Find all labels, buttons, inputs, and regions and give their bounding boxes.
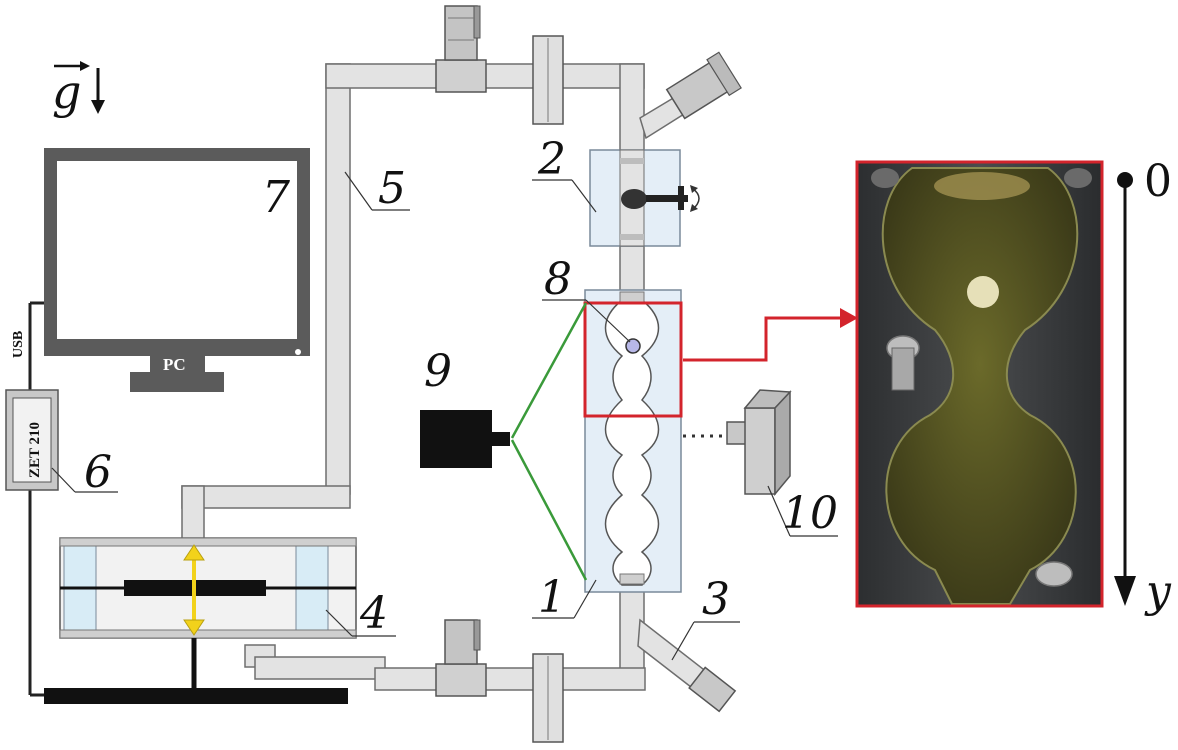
label-5: 5 [378,163,406,214]
vibration-unit [44,537,357,704]
laser-source [420,302,588,581]
zet210-device: ZET 210 [5,389,59,491]
label-3: 3 [702,574,730,625]
axis-label: y [1144,566,1172,617]
label-8: 8 [544,254,572,305]
label-7: 7 [262,172,290,223]
device-label: ZET 210 [27,422,43,478]
highlight-box [583,301,683,418]
label-6: 6 [84,447,112,498]
gravity-indicator: g [52,61,105,119]
usb-label: USB [11,331,26,358]
top-valve [435,5,487,93]
camera [683,389,792,497]
top-right-fitting [665,51,742,120]
label-2: 2 [537,134,566,185]
axis-origin-label: 0 [1144,156,1172,207]
gravity-symbol: g [52,65,81,119]
inset-frame [855,160,1104,608]
inset-photo [857,162,1102,606]
test-cell [584,289,682,593]
usb-cable: USB [11,301,44,697]
y-axis: 0 y [1114,156,1172,617]
label-4: 4 [359,588,388,639]
zoom-arrow [683,308,858,362]
label-9: 9 [424,346,452,397]
top-flange [532,35,564,125]
bottom-flange [532,653,564,743]
bottom-valve [435,619,487,697]
pc-label: PC [163,355,186,374]
label-10: 10 [782,488,838,539]
pc-monitor: PC [44,148,310,392]
valve-block [589,149,700,247]
branch-3-fitting [688,666,737,713]
label-1: 1 [538,572,566,623]
